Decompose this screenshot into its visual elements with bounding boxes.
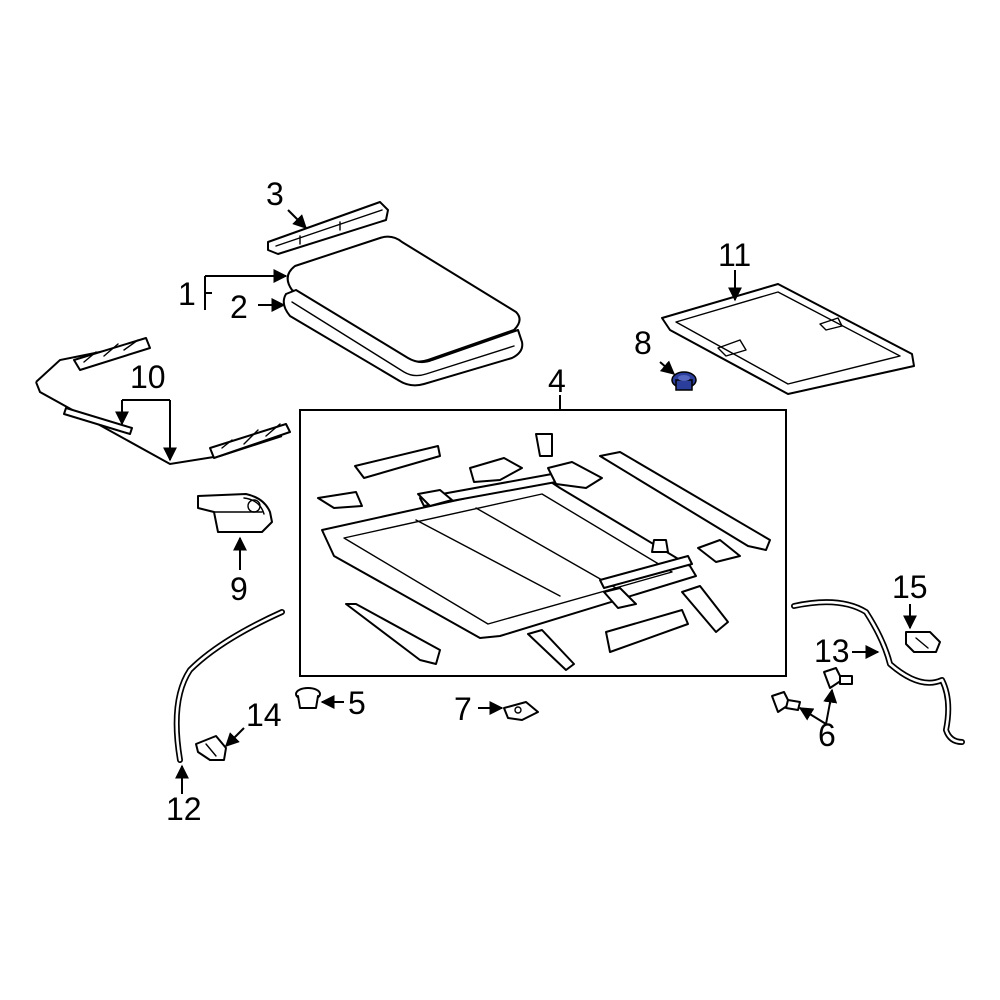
callout-1: 1 (178, 276, 196, 312)
part-8-grommet[interactable] (671, 371, 697, 391)
leader-14 (225, 727, 245, 747)
callout-13: 13 (814, 633, 850, 669)
part-4-frame[interactable] (317, 433, 771, 671)
part-5-nut[interactable] (295, 687, 321, 709)
leader-6-arrow-b (823, 688, 838, 705)
part-10-rail-set[interactable] (35, 337, 291, 466)
callout-14: 14 (246, 697, 282, 733)
callout-5: 5 (348, 685, 366, 721)
part-6-bolt-b[interactable] (823, 667, 853, 689)
part-7-nut-clip[interactable] (503, 701, 539, 721)
part-11-sunshade[interactable] (661, 283, 915, 395)
leader-1-2-bracket (204, 276, 212, 310)
callout-9: 9 (230, 571, 248, 607)
part-6-bolt-a[interactable] (771, 691, 801, 713)
callout-3: 3 (266, 176, 284, 212)
callout-10: 10 (130, 359, 166, 395)
part-4-frame-box[interactable] (299, 409, 787, 677)
part-9-motor[interactable] (197, 493, 273, 533)
callout-6: 6 (818, 717, 836, 753)
part-2-glass-seal[interactable] (282, 289, 524, 387)
part-12-drain-hose-left[interactable] (173, 609, 285, 763)
callout-8: 8 (634, 325, 652, 361)
leader-6-arrow-a (798, 707, 815, 721)
callout-11: 11 (718, 237, 751, 273)
part-14-clip[interactable] (195, 735, 227, 761)
part-3-deflector[interactable] (267, 201, 389, 255)
part-1-glass-panel[interactable] (286, 235, 521, 363)
leader-3 (287, 209, 307, 229)
callout-12: 12 (166, 791, 202, 827)
callout-4: 4 (548, 363, 566, 399)
part-13-drain-hose-right[interactable] (791, 599, 965, 745)
part-15-clip[interactable] (905, 631, 941, 653)
callout-7: 7 (454, 691, 472, 727)
callout-2: 2 (230, 289, 248, 325)
callout-15: 15 (892, 569, 928, 605)
leader-8 (659, 360, 676, 375)
